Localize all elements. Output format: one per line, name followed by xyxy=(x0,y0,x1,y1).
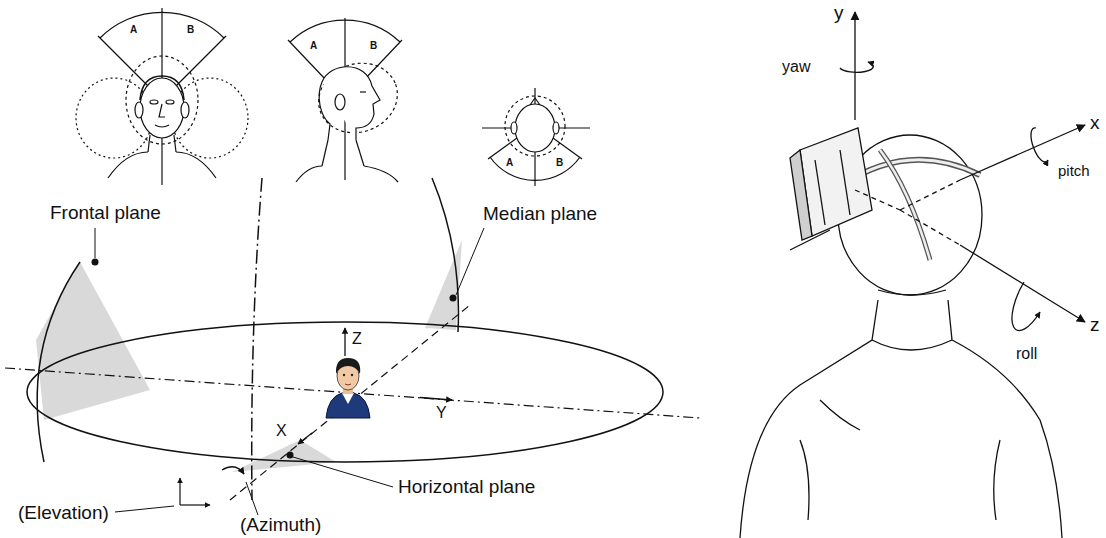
axis-label: x xyxy=(1090,112,1100,134)
head-side-view xyxy=(288,18,407,182)
rotation-label: pitch xyxy=(1058,162,1090,179)
angle-label: B xyxy=(370,40,377,52)
axis-label: z xyxy=(1090,314,1100,336)
angle-name-label: (Elevation) xyxy=(18,502,109,524)
head-front-view xyxy=(76,8,248,185)
angle-label: A xyxy=(130,24,137,36)
angle-name-label: (Azimuth) xyxy=(240,514,321,536)
hmd-user-figure xyxy=(740,12,1085,538)
plane-label: Horizontal plane xyxy=(398,476,535,498)
planes-diagram xyxy=(5,178,700,515)
axis-label: Z xyxy=(352,330,362,348)
axis-label: y xyxy=(834,2,844,24)
head-top-view xyxy=(482,88,590,186)
angle-label: A xyxy=(310,40,317,52)
angle-label: B xyxy=(556,157,563,169)
rotation-label: roll xyxy=(1016,345,1037,363)
plane-label: Frontal plane xyxy=(50,202,161,224)
listener-head-icon xyxy=(326,358,370,418)
plane-label: Median plane xyxy=(483,203,597,225)
angle-label: A xyxy=(506,157,513,169)
axis-label: X xyxy=(276,422,287,440)
rotation-label: yaw xyxy=(782,58,810,76)
angle-label: B xyxy=(187,24,194,36)
axis-label: Y xyxy=(436,404,447,422)
